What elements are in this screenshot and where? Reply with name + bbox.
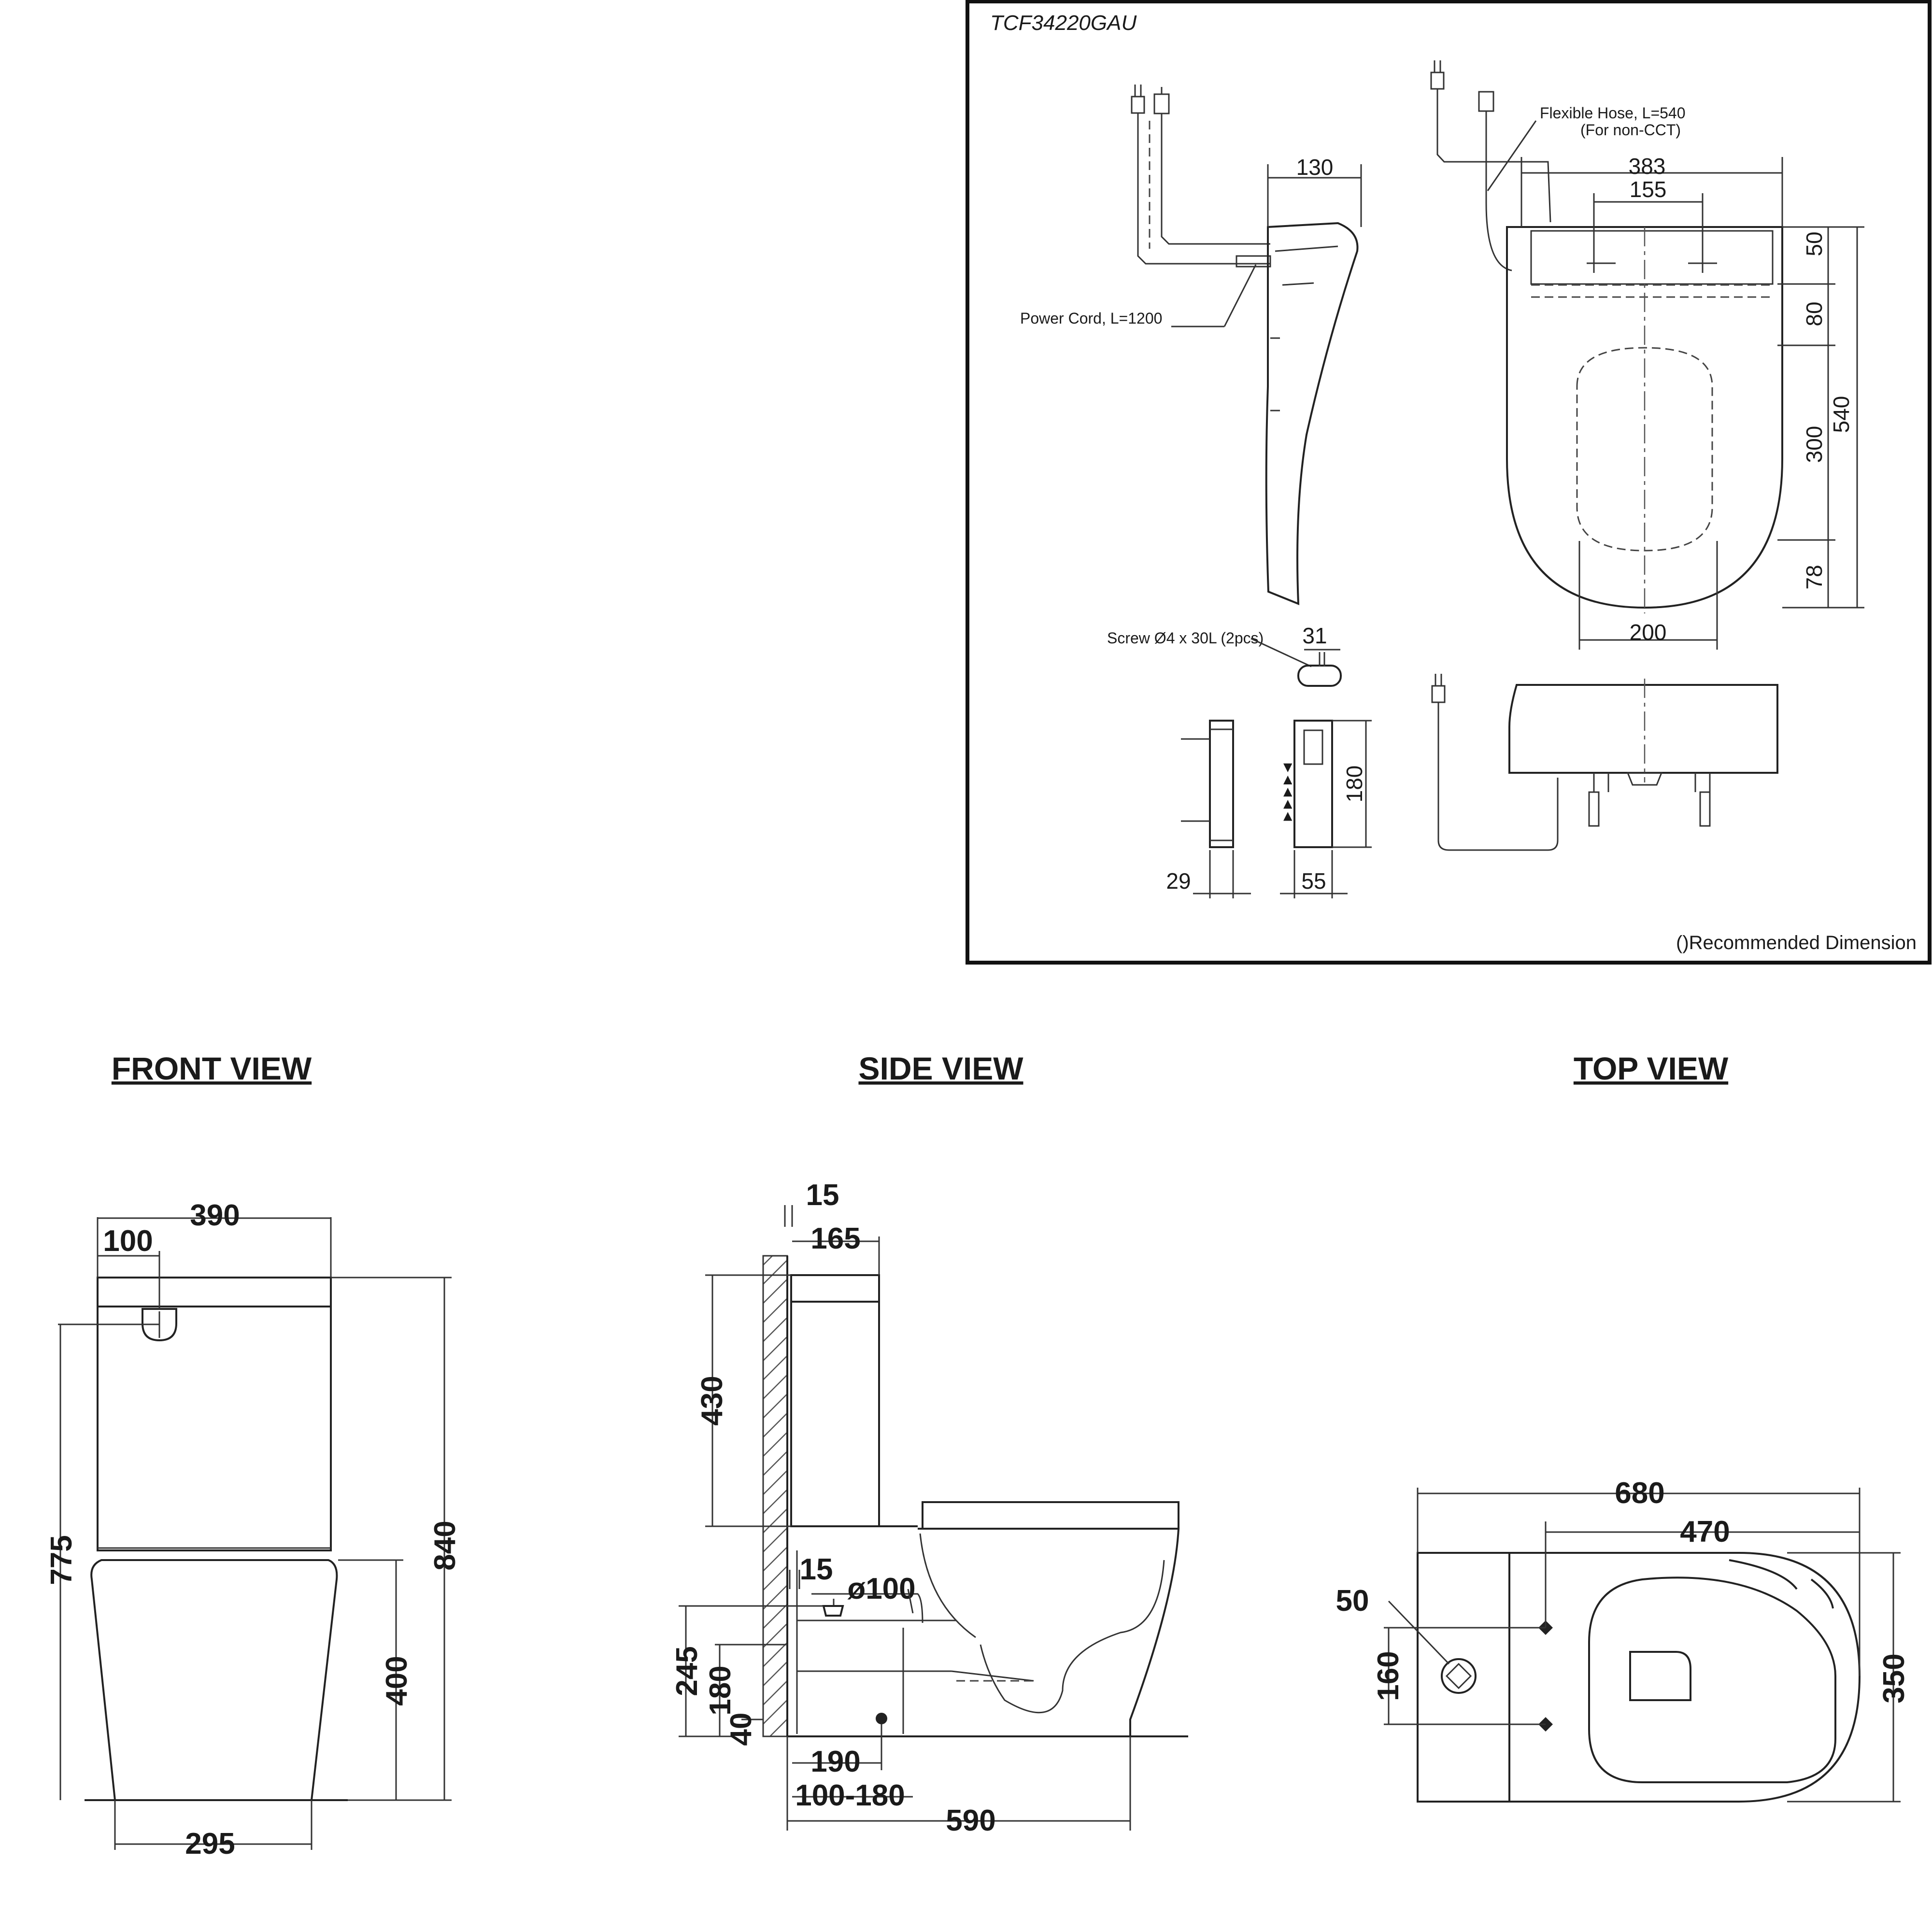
dim-300: 300 [1802,426,1827,463]
flush-button-icon [142,1308,177,1342]
dim-383: 383 [1629,154,1666,179]
seat-panel-frame [966,0,1932,965]
front-view: FRONT VIEW 390 100 775 840 400 295 [45,1051,462,1861]
dim-dia-100: ø100 [847,1572,915,1605]
remote-buttons-icon: ▶ ◀ ◀ ◀ ◀ [1282,764,1295,822]
screw-bracket-icon [1297,665,1342,687]
dim-78: 78 [1802,565,1827,589]
tank-top [1417,1552,1510,1803]
dim-540: 540 [1829,396,1854,433]
dim-165: 165 [810,1222,860,1255]
flexible-hose-label: Flexible Hose, L=540 [1540,104,1686,122]
seat-top-view: 383 155 200 540 50 80 300 78 Flexible Ho… [1430,60,1864,650]
dim-55: 55 [1301,868,1326,894]
dim-590: 590 [946,1804,995,1837]
dim-840: 840 [428,1520,462,1570]
tank-side [790,1301,880,1527]
dim-100-180: 100-180 [795,1779,905,1812]
screw-detail: Screw Ø4 x 30L (2pcs) 31 [1107,623,1342,687]
remote-holder-side: 29 [1166,720,1251,898]
dim-15-top: 15 [806,1179,839,1212]
seat-front-outline [1508,684,1778,774]
power-plug-icon-3 [1431,674,1446,703]
dim-160: 160 [1372,1651,1405,1701]
seat-body-side [1265,222,1359,606]
dim-15-mid: 15 [800,1553,833,1586]
side-view-title: SIDE VIEW [858,1051,1023,1086]
dim-40: 40 [724,1713,758,1746]
wall-hatch [762,1255,788,1737]
screw-label: Screw Ø4 x 30L (2pcs) [1107,629,1264,647]
front-view-title: FRONT VIEW [112,1051,312,1086]
seat-side-view: 130 Power Cord, L=1200 [1020,85,1362,606]
dim-50-top: 50 [1336,1584,1369,1618]
bowl-interior-side [919,1533,1165,1714]
power-cord-label: Power Cord, L=1200 [1020,310,1162,327]
dim-400: 400 [380,1656,413,1705]
seat-opening-outline [1576,347,1713,552]
dim-50: 50 [1802,231,1827,256]
tank-body [97,1306,332,1551]
dim-29: 29 [1166,868,1191,894]
seat-hinge-icon [1629,1651,1691,1701]
seat-control-housing [1530,230,1774,285]
power-plug-icon-2 [1430,60,1445,90]
dim-130: 130 [1296,155,1334,180]
tank-lid [97,1277,332,1307]
seat-front-view [1431,674,1778,851]
drain-outlet-icon [1441,1658,1477,1694]
power-cord-line [1137,121,1270,265]
top-view: TOP VIEW 680 470 50 160 350 [1336,1051,1911,1803]
dim-680: 680 [1615,1477,1664,1510]
dim-470: 470 [1680,1515,1730,1548]
dim-100: 100 [103,1224,153,1258]
floor-flange-icon [876,1713,887,1724]
seat-lid-side [922,1501,1179,1530]
dim-430: 430 [696,1376,729,1425]
waste-pipe-icon [822,1599,904,1734]
dim-295: 295 [185,1827,235,1861]
side-view: SIDE VIEW 15 165 430 15 ø100 [670,1051,1188,1837]
seat-rim-top [1588,1577,1836,1783]
dim-390: 390 [190,1199,240,1232]
remote-control: ▶ ◀ ◀ ◀ ◀ 180 55 [1280,720,1372,898]
recommended-dimension-note: ()Recommended Dimension [1676,932,1917,953]
remote-body [1293,720,1333,848]
dim-190: 190 [810,1745,860,1778]
hose-connector-icon [1153,87,1170,114]
bowl-body-front [90,1559,338,1801]
dim-180-side: 180 [704,1665,737,1715]
dim-245: 245 [670,1646,704,1696]
dim-350: 350 [1877,1653,1911,1703]
power-plug-icon [1131,85,1145,121]
dim-31: 31 [1302,623,1327,648]
non-cct-label: (For non-CCT) [1580,121,1681,139]
dim-80: 80 [1802,301,1827,326]
dim-180-remote: 180 [1342,766,1367,803]
dim-775: 775 [45,1535,78,1585]
tank-lid-side [790,1274,880,1303]
top-view-title: TOP VIEW [1574,1051,1729,1086]
dim-155: 155 [1630,177,1667,202]
bowl-outline-top [1509,1552,1861,1803]
model-number: TCF34220GAU [990,11,1136,35]
dim-200: 200 [1630,620,1667,645]
seat-spec-panel: TCF34220GAU ()Recommended Dimension [966,0,1932,965]
bowl-profile-side [918,1528,1180,1736]
